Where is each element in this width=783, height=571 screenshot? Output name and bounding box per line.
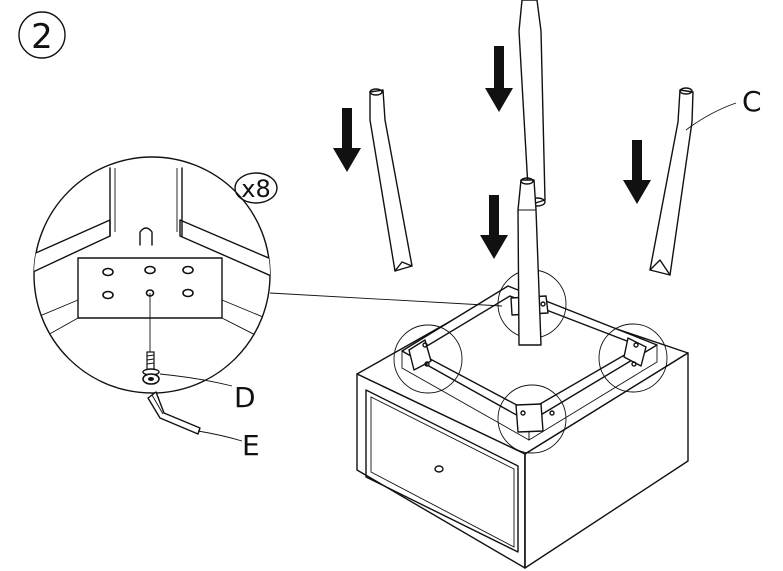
detail-content [34, 167, 270, 346]
leg-left [369, 88, 413, 272]
label-c-group: C [685, 85, 762, 131]
arrow-down-left [333, 108, 361, 172]
label-d: D [234, 381, 256, 414]
frame [393, 269, 668, 454]
label-e: E [242, 429, 260, 462]
label-c: C [742, 85, 762, 118]
bolt-d [142, 351, 160, 385]
leg-center-front [517, 177, 542, 346]
arrows [333, 46, 651, 259]
callout-circle-right [598, 323, 668, 393]
hardware: D E [142, 293, 260, 462]
leader-d [159, 373, 233, 387]
leg-back-tall [518, 0, 546, 207]
quantity-text: x8 [241, 175, 270, 203]
step-badge: 2 [18, 11, 66, 59]
step-number: 2 [31, 17, 53, 57]
allen-key-e [147, 391, 201, 435]
leg-right [649, 87, 694, 276]
arrow-down-center [480, 195, 508, 259]
leader-e [197, 430, 243, 442]
drawer-knob [434, 465, 444, 473]
arrow-down-top [485, 46, 513, 112]
quantity-badge [234, 172, 278, 204]
frame-rail-side [528, 344, 658, 441]
detail-connector [269, 292, 503, 307]
detail-holes [102, 265, 194, 300]
callout-circle-left [393, 324, 463, 394]
legs [369, 0, 694, 346]
leader-c [685, 102, 737, 131]
detail-rail-right [179, 219, 270, 283]
step-badge-circle [18, 11, 66, 59]
callout-circle-front [497, 384, 567, 454]
detail-callout: x8 [33, 156, 503, 394]
drawer-inner-edge [370, 396, 515, 548]
arrow-down-right [623, 140, 651, 204]
drawer-front [365, 389, 519, 553]
